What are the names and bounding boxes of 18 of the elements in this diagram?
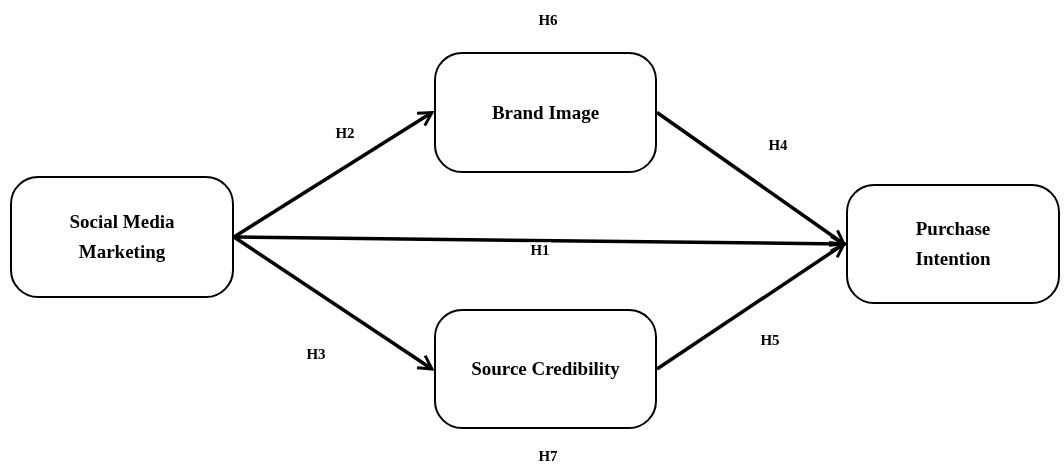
edge-label: H3 xyxy=(304,346,328,362)
process-box xyxy=(434,309,657,429)
process-box xyxy=(846,184,1060,304)
edge-label: H2 xyxy=(333,125,357,141)
edge-label: H1 xyxy=(528,242,552,258)
hypothesis-label: H6 xyxy=(538,12,558,28)
arrow xyxy=(656,242,846,371)
hypothesis-label: H7 xyxy=(538,448,558,464)
edge-label: H4 xyxy=(766,137,790,153)
process-box xyxy=(434,52,657,173)
edge-label: H5 xyxy=(758,332,782,348)
box-label: Social Media Marketing xyxy=(68,210,176,264)
arrow xyxy=(233,235,434,371)
arrow xyxy=(656,111,846,246)
box-label: Purchase Intention xyxy=(914,217,992,271)
box-label: Source Credibility xyxy=(471,357,620,381)
process-box xyxy=(10,176,234,298)
box-label: Brand Image xyxy=(491,100,600,125)
